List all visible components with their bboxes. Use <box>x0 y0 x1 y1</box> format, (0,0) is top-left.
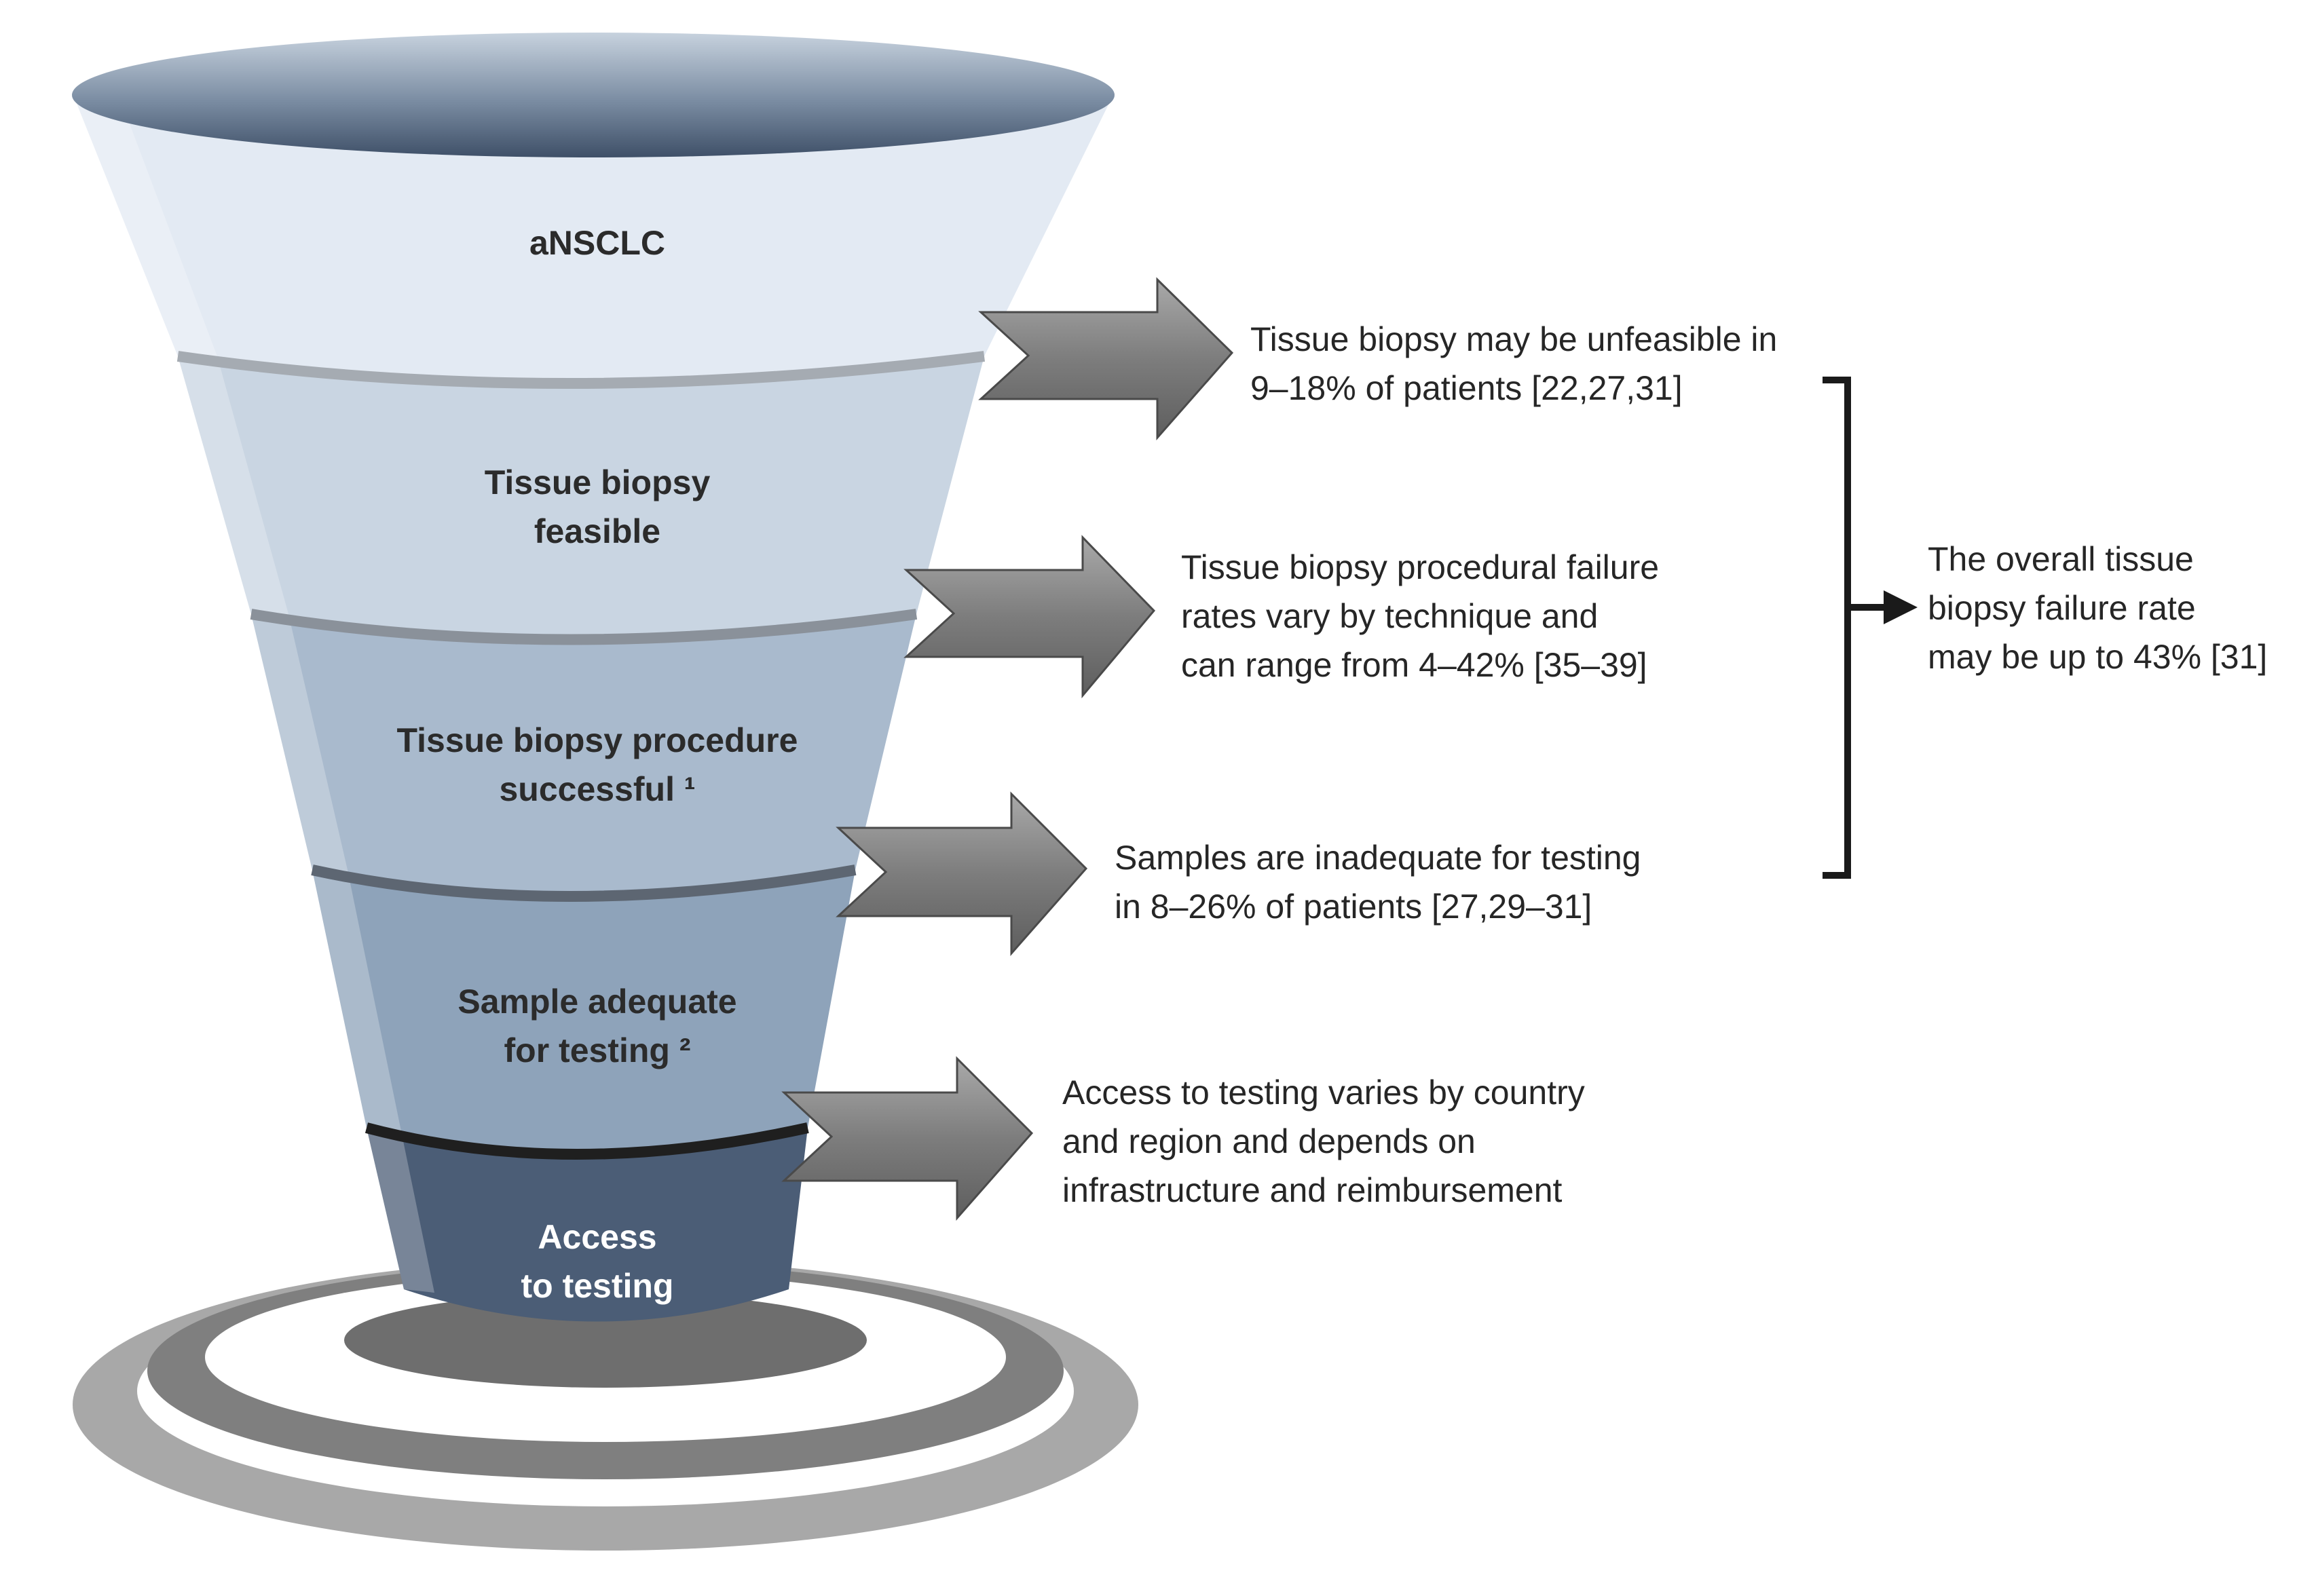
stage-label-line: Sample adequate <box>457 983 737 1021</box>
stage2-band <box>178 356 984 640</box>
inner-shadow <box>344 1293 867 1388</box>
bracket-line <box>1823 377 1851 879</box>
annotation-line: infrastructure and reimbursement <box>1062 1171 1563 1209</box>
stage4-band <box>312 870 855 1154</box>
annotation-line: Tissue biopsy may be unfeasible in <box>1250 320 1778 358</box>
bracket-arrowhead <box>1884 590 1918 624</box>
overall-line: The overall tissue <box>1928 540 2194 578</box>
overall-line: biopsy failure rate <box>1928 589 2196 627</box>
stage-label-access-to-testing: Access to testing <box>428 1213 767 1310</box>
stage3-band <box>251 614 916 896</box>
stage-label-ansclc: aNSCLC <box>462 218 733 267</box>
stage-label-line: for testing ² <box>504 1031 691 1069</box>
arrow-2 <box>903 535 1156 699</box>
stage-label-biopsy-successful: Tissue biopsy procedure successful ¹ <box>326 716 869 814</box>
stage-label-line: Access <box>538 1218 657 1256</box>
funnel-rim <box>72 33 1115 157</box>
stage5-band <box>367 1128 808 1322</box>
separator-4 <box>365 1122 809 1160</box>
bracket <box>1823 377 1918 879</box>
annotation-line: rates vary by technique and <box>1181 597 1599 635</box>
annotation-procedural-failure: Tissue biopsy procedural failure rates v… <box>1181 543 1659 689</box>
annotation-access-varies: Access to testing varies by country and … <box>1062 1068 1585 1215</box>
stage-label-biopsy-feasible: Tissue biopsy feasible <box>394 458 801 556</box>
base-rings <box>73 1259 1138 1551</box>
overall-failure-rate-note: The overall tissue biopsy failure rate m… <box>1928 535 2267 681</box>
arrow-3 <box>836 791 1088 956</box>
stage-label-line: successful ¹ <box>499 770 696 808</box>
separator-1 <box>176 351 986 389</box>
stage-label-line: aNSCLC <box>529 224 666 262</box>
annotation-biopsy-unfeasible: Tissue biopsy may be unfeasible in 9–18%… <box>1250 315 1777 413</box>
arrows <box>781 277 1234 1221</box>
funnel-shading <box>73 95 434 1293</box>
annotation-samples-inadequate: Samples are inadequate for testing in 8–… <box>1115 833 1641 931</box>
annotation-line: Tissue biopsy procedural failure <box>1181 548 1660 586</box>
stage-label-line: feasible <box>534 512 661 550</box>
funnel-bands <box>72 33 1115 1322</box>
annotation-line: can range from 4–42% [35–39] <box>1181 646 1647 684</box>
separator-3 <box>311 864 857 902</box>
annotation-line: 9–18% of patients [22,27,31] <box>1250 369 1683 407</box>
annotation-line: Access to testing varies by country <box>1062 1074 1585 1112</box>
separator-2 <box>250 609 918 645</box>
annotation-line: and region and depends on <box>1062 1122 1476 1160</box>
annotation-line: in 8–26% of patients [27,29–31] <box>1115 888 1592 926</box>
arrow-1 <box>978 277 1234 440</box>
annotation-line: Samples are inadequate for testing <box>1115 839 1641 877</box>
overall-line: may be up to 43% [31] <box>1928 638 2268 676</box>
stage-label-sample-adequate: Sample adequate for testing ² <box>394 977 801 1075</box>
arrow-4 <box>781 1056 1034 1221</box>
stage-label-line: Tissue biopsy <box>484 463 711 501</box>
stage-label-line: Tissue biopsy procedure <box>396 721 798 759</box>
stage-label-line: to testing <box>521 1267 674 1305</box>
stage1-band <box>73 95 1113 383</box>
